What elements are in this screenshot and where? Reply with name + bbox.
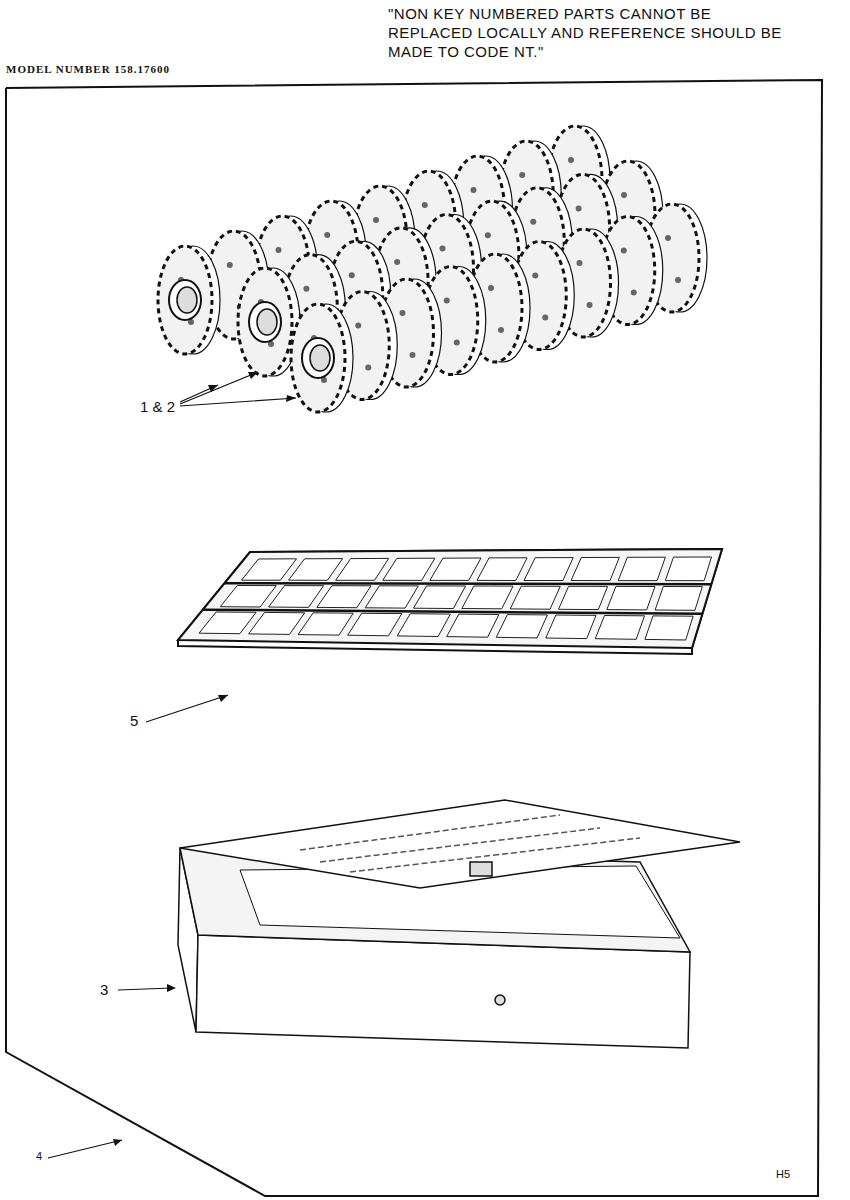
disc-hole: [355, 323, 361, 329]
hub-bore: [310, 345, 330, 371]
disc-hole: [227, 262, 233, 268]
callout-number: 1 & 2: [140, 398, 175, 415]
tray: [178, 549, 722, 654]
disc-hole: [621, 192, 627, 198]
gear-teeth: [291, 304, 345, 412]
tray-slot: [447, 614, 499, 637]
disc-hole: [422, 202, 428, 208]
arrowheads: [113, 372, 296, 1146]
tray-slot: [242, 559, 297, 580]
disc-hole: [440, 246, 446, 252]
tray-top: [178, 549, 722, 648]
tray-slot: [269, 586, 324, 608]
tray-bar: [224, 582, 711, 585]
tray-slot: [546, 615, 596, 639]
frame: [6, 80, 822, 1196]
hub: [249, 302, 281, 342]
disc-hole: [568, 157, 574, 163]
tray-slot: [655, 587, 702, 611]
tray-slot: [348, 613, 402, 636]
disc-hole: [394, 259, 400, 265]
page-code: H5: [776, 1168, 790, 1180]
hub: [169, 280, 201, 320]
disc-hole: [621, 248, 627, 254]
tray-slot: [462, 586, 513, 609]
disc-hole: [488, 285, 494, 291]
disc-hole: [444, 298, 450, 304]
hub-bore: [177, 287, 197, 313]
model-number: MODEL NUMBER 158.17600: [6, 63, 170, 75]
tray-slot: [220, 586, 276, 608]
tray-slot: [414, 586, 466, 609]
tray-rim: [178, 549, 722, 654]
tray-slot: [510, 586, 560, 609]
tray-slot: [645, 616, 693, 640]
tray-bar: [203, 610, 703, 614]
tray-slot: [607, 586, 655, 610]
disc-hole: [576, 205, 582, 211]
disc-hole: [577, 260, 583, 266]
roller-assembly: [158, 126, 707, 412]
disc-hole: [530, 219, 536, 225]
disc-hole: [349, 272, 355, 278]
tray-slot: [595, 616, 644, 640]
hub-bore: [257, 309, 277, 335]
tray-slot: [249, 612, 305, 634]
disc-hole: [675, 277, 681, 283]
disc-hole: [485, 232, 491, 238]
disc-hole: [519, 172, 525, 178]
tray-slot: [317, 586, 371, 608]
disc-hole: [373, 217, 379, 223]
note-text: "NON KEY NUMBERED PARTS CANNOT BE REPLAC…: [388, 4, 798, 61]
hub: [302, 338, 334, 378]
gear-teeth: [158, 246, 212, 354]
tray-slot: [199, 612, 256, 634]
disc-hole: [324, 232, 330, 238]
tray-slot: [298, 613, 353, 635]
tray-slot: [618, 557, 665, 580]
storage-box: [178, 800, 740, 1048]
disc-hole: [532, 273, 538, 279]
tray-slot: [524, 558, 573, 581]
leader-lines: [48, 372, 296, 1158]
tray-slot: [430, 558, 481, 580]
disc-hole: [410, 352, 416, 358]
disc-hole: [498, 327, 504, 333]
tray-slot: [571, 557, 619, 580]
tray-slot: [383, 558, 435, 580]
disc-hole: [303, 286, 309, 292]
gear-teeth: [238, 268, 292, 376]
disc-hole: [400, 310, 406, 316]
disc-hole: [587, 302, 593, 308]
tray-slot: [289, 559, 343, 581]
tray-slot: [559, 586, 608, 609]
tray-slot: [336, 558, 389, 580]
disc-hole: [471, 187, 477, 193]
callout-number: 4: [36, 1150, 42, 1162]
tray-slot: [397, 614, 450, 637]
disc-hole: [454, 340, 460, 346]
disc-hole: [365, 365, 371, 371]
disc-hole: [542, 315, 548, 321]
callout-number: 5: [130, 712, 138, 729]
tray-slot: [496, 615, 547, 638]
disc-hole: [665, 235, 671, 241]
tray-slot: [477, 558, 527, 581]
tray-slot: [365, 586, 418, 608]
callout-number: 3: [100, 981, 108, 998]
tray-slot: [665, 557, 711, 581]
disc-hole: [276, 247, 282, 253]
disc-hole: [631, 290, 637, 296]
